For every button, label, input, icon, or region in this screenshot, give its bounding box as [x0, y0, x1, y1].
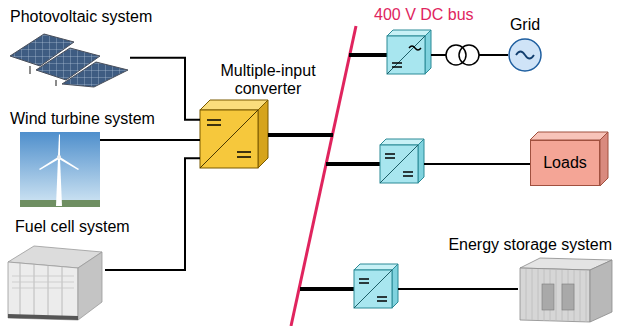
converter-cube — [207, 120, 251, 157]
node-heading: Grid — [510, 16, 540, 34]
loads-box-faces — [530, 132, 608, 186]
solar-panel-picture — [10, 34, 128, 88]
fuel-cell-picture — [8, 314, 78, 320]
dc-dc-converter — [354, 270, 392, 308]
energy-storage-picture — [590, 260, 612, 322]
loads-box: Loads — [530, 140, 600, 186]
energy-storage-picture — [562, 284, 574, 310]
connector-wire — [105, 158, 200, 270]
dc-dc-converter — [354, 264, 398, 308]
output-wire — [479, 54, 508, 56]
wind-turbine-picture — [56, 158, 62, 206]
grid-circle-outline — [509, 39, 541, 71]
node-heading: Fuel cell system — [15, 218, 130, 236]
source-picture: Fuel cell system — [5, 240, 105, 322]
dc-dc-converter — [354, 270, 392, 308]
converter-cube — [200, 100, 268, 110]
energy-storage-picture — [520, 268, 590, 322]
dc-ac-converter — [425, 30, 431, 74]
wind-turbine-picture — [20, 132, 100, 207]
dc-ac-converter — [387, 30, 431, 74]
ac-symbol — [516, 52, 534, 59]
energy-storage-picture — [542, 284, 554, 310]
fuel-cell-picture — [12, 276, 74, 288]
output-wire — [398, 288, 518, 290]
dc-dc-converter — [380, 139, 424, 145]
bus-feeder — [349, 53, 387, 57]
node-heading: Energy storage system — [448, 236, 612, 254]
node-heading: Multiple-input converter — [198, 62, 338, 98]
energy-storage-picture — [526, 269, 586, 322]
output-wire — [424, 163, 530, 165]
solar-panel-picture — [62, 62, 128, 87]
dc-dc-converter — [418, 139, 424, 183]
loads-box-faces — [530, 132, 608, 140]
bus-feeder — [268, 133, 333, 137]
grid-circle: Grid — [508, 38, 542, 72]
transformer-symbol — [446, 45, 479, 65]
wind-turbine-picture — [20, 132, 100, 207]
fuel-cell-picture — [8, 262, 78, 320]
fuel-cell-picture — [78, 252, 102, 320]
storage-picture: Energy storage system — [518, 258, 612, 322]
dc-ac-converter — [409, 46, 421, 50]
converter-cube — [200, 110, 258, 168]
dc-ac-converter — [387, 36, 425, 74]
fuel-cell-picture — [8, 246, 102, 320]
bus-feeder — [300, 287, 354, 291]
node-heading: Wind turbine system — [10, 110, 155, 128]
converter-box: Multiple-input converter — [200, 110, 258, 168]
dc-dc-converter — [380, 145, 418, 183]
source-picture: Photovoltaic system — [10, 30, 130, 88]
converter-cube — [258, 100, 268, 168]
dc-ac-converter — [392, 63, 402, 67]
energy-storage-picture — [520, 258, 612, 322]
transformer-symbol — [446, 45, 466, 65]
fuel-cell-picture — [20, 263, 62, 320]
dc-dc-converter — [380, 145, 418, 183]
grid-circle-outline — [508, 38, 542, 72]
converter-cube — [200, 100, 268, 168]
loads-box-faces — [600, 132, 608, 186]
wind-turbine-picture — [39, 157, 59, 170]
dc-ac-converter — [387, 36, 425, 74]
bus-feeder — [326, 162, 380, 166]
dc-dc-converter — [359, 279, 387, 301]
dc-dc-converter — [392, 264, 398, 308]
wind-turbine-picture — [57, 155, 61, 159]
dc-dc-converter — [354, 264, 398, 270]
dc-ac-converter — [387, 30, 431, 36]
bus-label: 400 V DC bus — [372, 6, 476, 24]
wind-turbine-picture — [59, 157, 79, 170]
dc-dc-converter — [385, 154, 413, 176]
transformer-symbol — [459, 45, 479, 65]
dc-dc-converter — [380, 139, 424, 183]
node-heading: Photovoltaic system — [10, 8, 152, 26]
output-wire — [431, 54, 446, 56]
output-wire — [398, 55, 530, 289]
connector-wire — [100, 139, 200, 141]
text-holder: Loads — [531, 141, 599, 185]
source-picture: Wind turbine system — [20, 132, 100, 207]
wind-turbine-picture — [58, 134, 60, 156]
converter-cube — [200, 110, 258, 168]
box-label: Loads — [543, 154, 587, 172]
